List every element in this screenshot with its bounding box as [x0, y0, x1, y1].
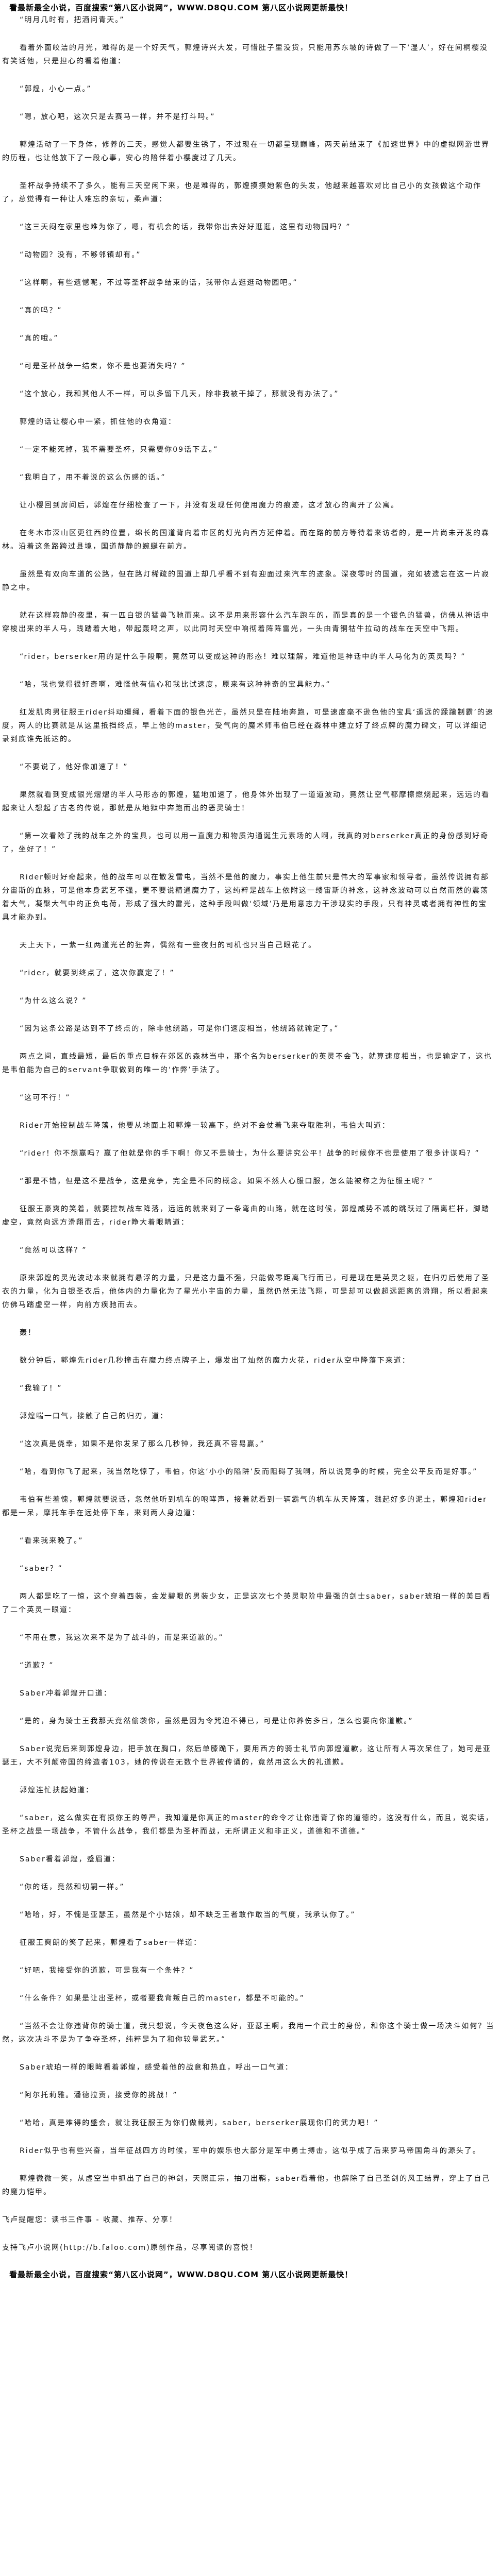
- paragraph: 原来郭煌的灵光波动本来就拥有悬浮的力量，只是这力量不强，只能做零距离飞行而已，可…: [2, 1274, 490, 1309]
- paragraph: “郭煌，小心一点。”: [20, 85, 92, 93]
- paragraph: Saber看着郭煌，蹙眉道：: [20, 1855, 120, 1863]
- paragraph: “哈，我也觉得很好奇啊，难怪他有信心和我比试速度，原来有这种神奇的宝具能力。”: [20, 681, 331, 689]
- paragraph: “哈哈，好，不愧是亚瑟王，虽然是个小姑娘，却不缺乏王者敢作敢当的气度，我承认你了…: [20, 1911, 356, 1919]
- paragraph: 征服王爽朗的笑了起来，郭煌看了saber一样道：: [20, 1939, 202, 1947]
- paragraph: Rider似乎也有些兴奋，当年征战四方的时候，军中的娱乐也大部分是军中勇士搏击，…: [20, 2147, 481, 2155]
- paragraph: “这样啊，有些遗憾呢，不过等圣杯战争结束的话，我带你去逛逛动物园吧。”: [20, 279, 298, 287]
- paragraph: 圣杯战争持续不了多久，能有三天空闲下来，也是难得的，郭煌摸摸她紫色的头发，他越来…: [2, 182, 481, 204]
- paragraph: 征服王豪爽的笑着，就要控制战车降落，远远的就来到了一条弯曲的山路，就在这时候，郭…: [2, 1205, 490, 1227]
- paragraph: Rider开始控制战车降落，他要从地面上和郭煌一较高下，绝对不会仗着飞来夺取胜利…: [20, 1122, 390, 1130]
- paragraph: 让小樱回到房间后，郭煌在仔细检查了一下，并没有发现任何使用魔力的痕迹，这才放心的…: [20, 501, 399, 510]
- paragraph: 两人都是吃了一惊，这个穿着西装，金发碧眼的男装少女，正是这次七个英灵职阶中最强的…: [2, 1592, 491, 1614]
- paragraph: “真的哦。”: [20, 334, 59, 343]
- paragraph: 韦伯有些羞愧，郭煌就要说话，忽然他听到机车的咆哮声，接着就看到一辆霸气的机车从天…: [2, 1496, 487, 1517]
- paragraph: 就在这样寂静的夜里，有一匹白银的猛兽飞驰而来。这不是用来形容什么汽车跑车的，而是…: [2, 612, 490, 633]
- paragraph: “你的话，竟然和切嗣一样。”: [20, 1883, 125, 1891]
- paragraph: “竟然可以这样？”: [20, 1246, 87, 1255]
- paragraph: “这次真是侥幸，如果不是你发呆了那么几秒钟，我还真不容易赢。”: [20, 1440, 265, 1448]
- paragraph: “什么条件？如果是让出圣杯，或者要我背叛自己的master，都是不可能的。”: [20, 1994, 305, 2003]
- paragraph: “看来我来晚了。”: [20, 1537, 84, 1545]
- paragraph: “真的吗？”: [20, 307, 62, 315]
- paragraph: “哈，看到你飞了起来，我当然吃惊了，韦伯，你这‘小小的陷阱’反而阻碍了我啊，所以…: [20, 1468, 478, 1476]
- paragraph: “嗯，放心吧，这次只是去赛马一样，并不是打斗吗。”: [20, 113, 215, 121]
- paragraph: 数分钟后，郭煌先rider几秒撞击在魔力终点牌子上，爆发出了灿然的魔力火花，ri…: [20, 1357, 410, 1365]
- paragraph: “saber？”: [20, 1565, 63, 1573]
- paragraph: “这可不行！”: [20, 1094, 71, 1102]
- paragraph: “为什么这么说？”: [20, 997, 87, 1005]
- paragraph: 两点之间，直线最短，最后的重点目标在郊区的森林当中，那个名为berserker的…: [2, 1053, 492, 1074]
- paragraph: “不要说了，他好像加速了！”: [20, 763, 128, 771]
- paragraph: “saber，这么做实在有损你王的尊严，我知道是你真正的master的命令才让你…: [2, 1814, 494, 1836]
- promo-banner-top: 看最新最全小说，百度搜索“第八区小说网”，WWW.D8QU.COM 第八区小说网…: [9, 3, 353, 12]
- paragraph: “因为这条公路是达到不了终点的，除非他绕路，可是你们速度相当，他绕路就输定了。”: [20, 1025, 339, 1033]
- paragraph: “当然不会让你违背你的骑士道，我只想说，今天夜色这么好，亚瑟王啊，我用一个武士的…: [2, 2022, 495, 2044]
- paragraph: “rider，就要到终点了，这次你赢定了！”: [20, 969, 175, 977]
- paragraph: 看着外面皎洁的月光，难得的是一个好天气，郭煌诗兴大发，可惜肚子里没货，只能用苏东…: [2, 44, 488, 65]
- paragraph: 郭煌的话让樱心中一紧，抓住他的衣角道：: [20, 418, 176, 426]
- paragraph: “第一次看除了我的战车之外的宝具，也可以用一直魔力和物质沟通诞生元素场的人啊，我…: [2, 832, 489, 854]
- paragraph: Saber冲着郭煌开口道：: [20, 1689, 112, 1698]
- paragraph: “我明白了，用不着说的这么伤感的话。”: [20, 473, 166, 482]
- paragraph: “rider，berserker用的是什么手段啊，竟然可以变成这种的形态！难以理…: [20, 653, 466, 661]
- chapter-footer: 飞卢提醒您：读书三件事 - 收藏、推荐、分享！ 支持飞卢小说网(http://b…: [2, 2213, 495, 2255]
- paragraph: 郭煌喘一口气，接触了自己的归刃，道：: [20, 1412, 168, 1420]
- paragraph: “这三天闷在家里也难为你了，嗯，有机会的话，我带你出去好好逛逛，这里有动物园吗？…: [20, 223, 351, 231]
- paragraph: 红发肌肉男征服王rider抖动缰绳，看着下面的银色光芒，虽然只是在陆地奔跑，可是…: [2, 708, 494, 743]
- paragraph: “可是圣杯战争一结束，你不是也要消失吗？”: [20, 362, 186, 370]
- paragraph: “阿尔托莉雅。潘德拉贡，接受你的挑战！”: [20, 2091, 178, 2099]
- paragraph: “rider！你不想赢吗？赢了他就是你的手下啊！你又不是骑士，为什么要讲究公平！…: [20, 1149, 480, 1158]
- paragraph: 郭煌微微一笑，从虚空当中抓出了自己的神剑，天照正宗，抽刀出鞘，saber看着他，…: [2, 2175, 491, 2196]
- paragraph: Saber琥珀一样的眼眸看着郭煌，感受着他的战意和热血，呼出一口气道：: [20, 2063, 293, 2072]
- paragraph: “动物园？没有，不够邻镇却有。”: [20, 251, 141, 259]
- paragraph: “哈哈，真是难得的盛会，就让我征服王为你们做裁判，saber，berserker…: [20, 2119, 379, 2127]
- chapter-content: “明月几时有，把酒问青天。” 看着外面皎洁的月光，难得的是一个好天气，郭煌诗兴大发…: [2, 13, 495, 2199]
- paragraph: 轰！: [20, 1329, 36, 1337]
- paragraph: “一定不能死掉，我不需要圣杯，只需要你09话下去。”: [20, 446, 219, 454]
- paragraph: “道歉？”: [20, 1662, 54, 1670]
- paragraph: Saber说完后来到郭煌身边，把手放在胸口，然后单膝跪下，要用西方的骑士礼节向郭…: [2, 1745, 491, 1767]
- paragraph: 虽然是有双向车道的公路，但在路灯稀疏的国道上却几乎看不到有迎面过来汽车的迹象。深…: [2, 570, 490, 592]
- paragraph: “这个放心，我和其他人不一样，可以多留下几天，除非我被干掉了，那就没有办法了。”: [20, 390, 339, 398]
- paragraph: “是的，身为骑士王我那天竟然偷袭你，虽然是因为令咒迫不得已，可是让你养伤多日，怎…: [20, 1717, 413, 1725]
- paragraph: 天上天下，一紫一红两道光芒的狂奔，偶然有一些夜归的司机也只当自己眼花了。: [20, 941, 316, 950]
- support-notice: 支持飞卢小说网(http://b.faloo.com)原创作品，尽享阅读的喜悦！: [2, 2244, 258, 2252]
- paragraph: “不用在意，我这次来不是为了战斗的，而是来道歉的。”: [20, 1634, 224, 1642]
- paragraph: Rider顿时好奇起来，他的战车可以在散发雷电，当然不是他的魔力，事实上他生前只…: [2, 873, 489, 922]
- paragraph: 果然就看到变成银光熠熠的半人马形态的郭煌，猛地加速了，他身体外出现了一道道波动，…: [2, 791, 490, 812]
- reading-reminder: 飞卢提醒您：读书三件事 - 收藏、推荐、分享！: [2, 2216, 177, 2224]
- paragraph: “好吧，我接受你的道歉，可是我有一个条件？”: [20, 1967, 194, 1975]
- paragraph: “我输了！”: [20, 1384, 62, 1393]
- paragraph: “明月几时有，把酒问青天。”: [20, 16, 125, 24]
- paragraph: 在冬木市深山区更往西的位置，绵长的国道背向着市区的灯光向西方延伸着。而在路的前方…: [2, 529, 490, 551]
- paragraph: 郭煌活动了一下身体，修养的三天，感觉人都要生锈了，不过现在一切都呈现巅峰，两天前…: [2, 141, 490, 162]
- paragraph: 郭煌连忙扶起她道：: [20, 1786, 94, 1794]
- promo-banner-bottom: 看最新最全小说，百度搜索“第八区小说网”，WWW.D8QU.COM 第八区小说网…: [9, 2270, 353, 2279]
- paragraph: “那是不错，但是这不是战争，这是竞争，完全是不同的概念。如果不然人心服口服，怎么…: [20, 1177, 434, 1185]
